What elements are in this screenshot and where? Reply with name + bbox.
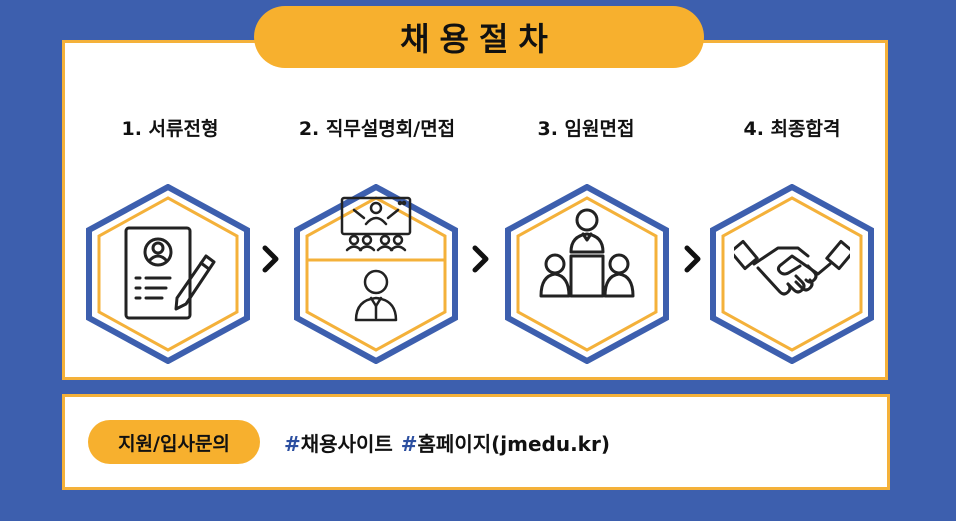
hashtag-list: #채용사이트 #홈페이지(jmedu.kr) xyxy=(284,422,610,462)
next-arrow-icon xyxy=(682,244,704,274)
page-title: 채용절차 xyxy=(254,6,704,68)
next-arrow-icon xyxy=(260,244,282,274)
next-arrow-icon xyxy=(470,244,492,274)
step-3-label: 3. 임원면접 xyxy=(537,117,635,140)
step-4-label: 4. 최종합격 xyxy=(743,117,841,140)
step-1-hexagon xyxy=(86,184,250,364)
hashtag-recruit-site[interactable]: #채용사이트 xyxy=(284,431,393,456)
hashtag-homepage[interactable]: #홈페이지(jmedu.kr) xyxy=(400,431,610,456)
step-4-hexagon xyxy=(710,184,874,364)
step-3-hexagon xyxy=(505,184,669,364)
executive-meeting-icon xyxy=(539,208,635,298)
step-2-hexagon xyxy=(294,184,458,364)
step-1-label: 1. 서류전형 xyxy=(121,117,219,140)
contact-label: 지원/입사문의 xyxy=(88,420,260,464)
handshake-icon xyxy=(734,239,850,296)
step-2-label: 2. 직무설명회/면접 xyxy=(298,117,456,140)
presentation-interview-icon xyxy=(340,196,412,322)
resume-document-icon xyxy=(124,226,216,320)
